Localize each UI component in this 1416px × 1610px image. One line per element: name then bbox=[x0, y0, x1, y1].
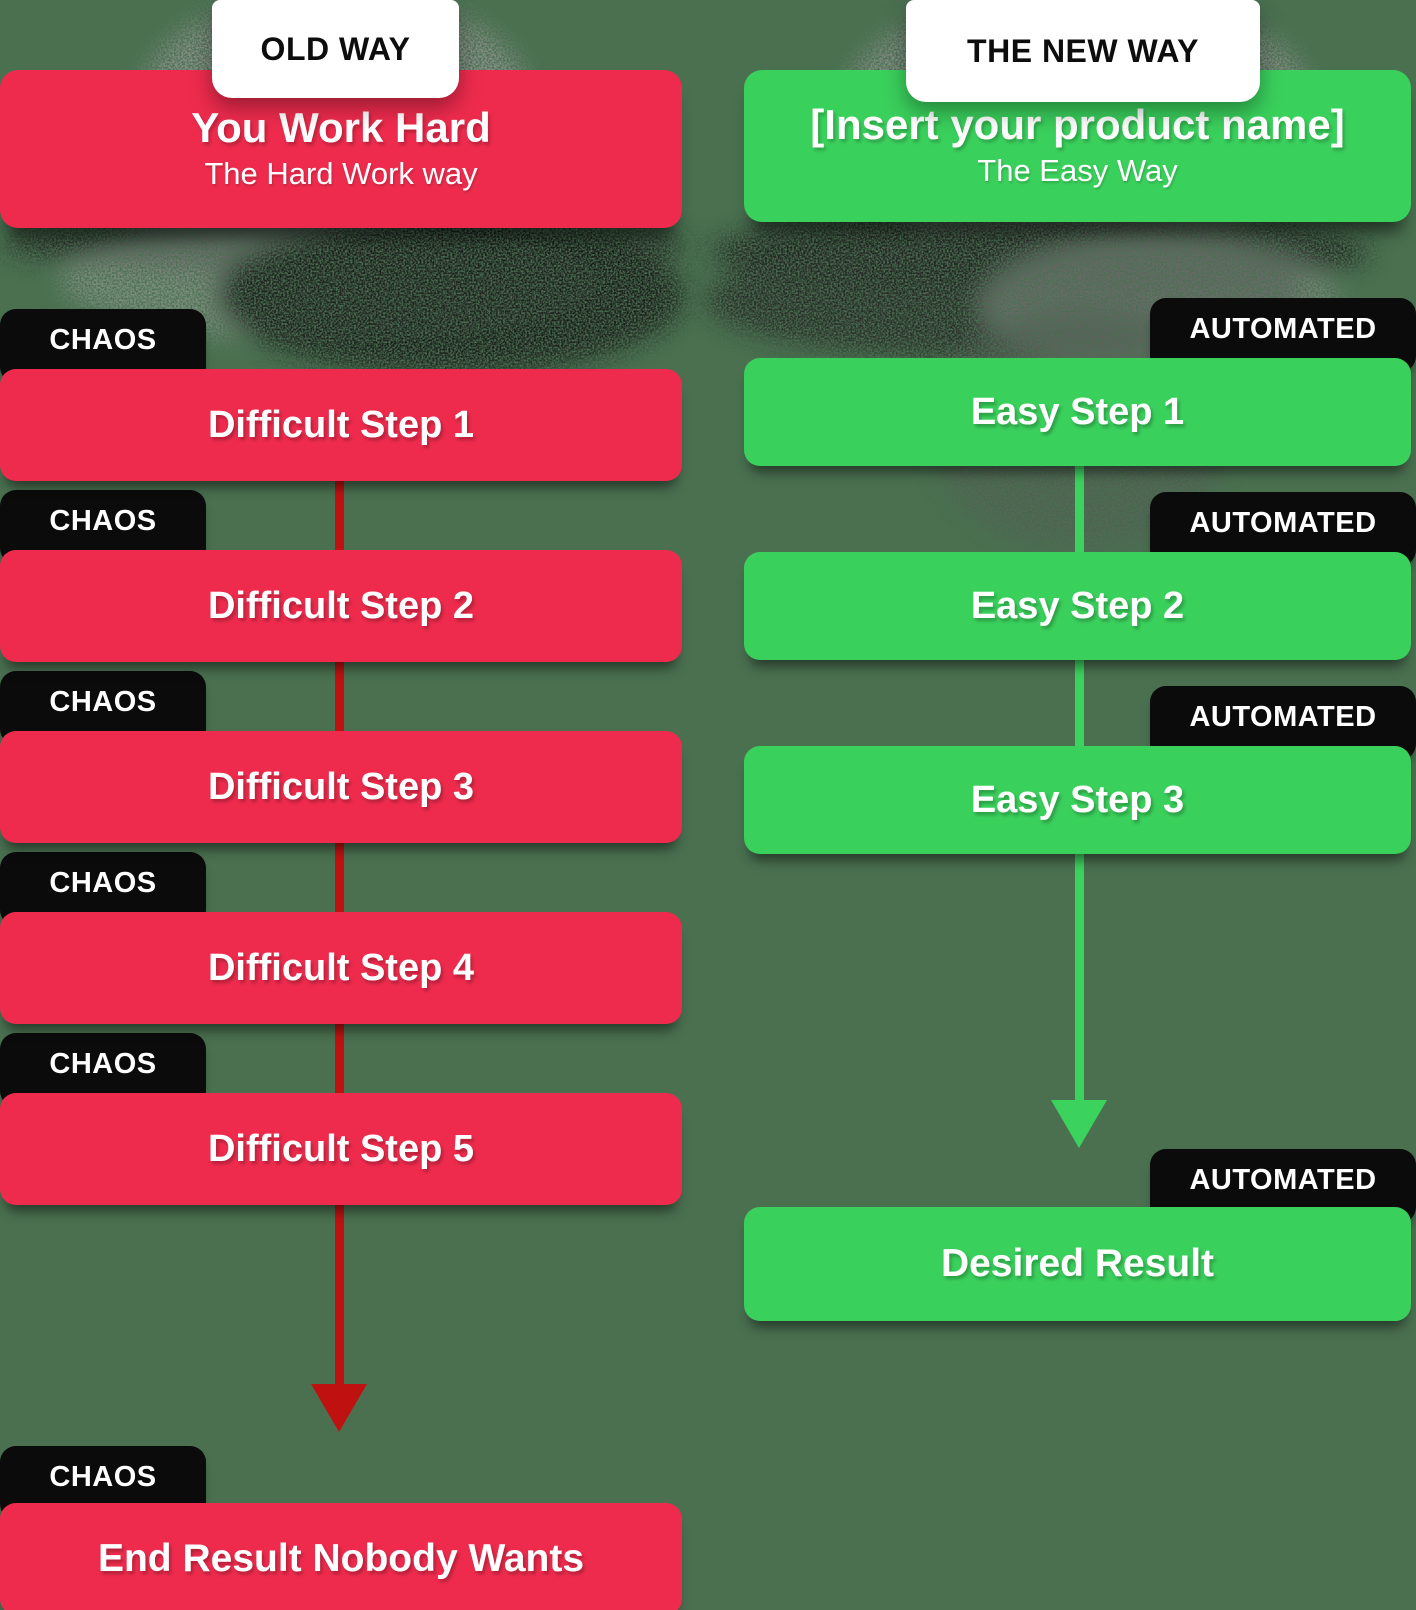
automated-badge-label: AUTOMATED bbox=[1189, 1163, 1377, 1196]
chaos-badge-label: CHAOS bbox=[49, 866, 157, 899]
new-way-header-subtitle: The Easy Way bbox=[977, 153, 1178, 188]
new-way-arrowhead-icon bbox=[1051, 1100, 1107, 1148]
easy-step-box: Easy Step 1 bbox=[744, 358, 1411, 466]
new-way-header-title: [Insert your product name] bbox=[810, 101, 1345, 148]
chaos-badge-label: CHAOS bbox=[49, 1047, 157, 1080]
old-way-pill-label: OLD WAY bbox=[260, 30, 411, 67]
difficult-step-box: Difficult Step 1 bbox=[0, 369, 682, 481]
old-way-pill: OLD WAY bbox=[212, 0, 459, 98]
old-way-result-box: End Result Nobody Wants bbox=[0, 1503, 682, 1610]
new-way-result-label: Desired Result bbox=[940, 1242, 1215, 1285]
easy-step-box: Easy Step 3 bbox=[744, 746, 1411, 854]
old-way-header-title: You Work Hard bbox=[191, 104, 491, 151]
easy-step-label: Easy Step 2 bbox=[970, 584, 1185, 627]
easy-step-box: Easy Step 2 bbox=[744, 552, 1411, 660]
difficult-step-label: Difficult Step 1 bbox=[207, 403, 475, 446]
chaos-badge-label: CHAOS bbox=[49, 685, 157, 718]
difficult-step-box: Difficult Step 3 bbox=[0, 731, 682, 843]
chaos-badge-label: CHAOS bbox=[49, 504, 157, 537]
difficult-step-label: Difficult Step 4 bbox=[207, 946, 475, 989]
old-way-result-label: End Result Nobody Wants bbox=[97, 1537, 585, 1580]
easy-step-label: Easy Step 3 bbox=[970, 778, 1185, 821]
chaos-badge-label: CHAOS bbox=[49, 1460, 157, 1493]
difficult-step-box: Difficult Step 2 bbox=[0, 550, 682, 662]
new-way-pill-label: THE NEW WAY bbox=[967, 32, 1199, 69]
new-way-pill: THE NEW WAY bbox=[906, 0, 1260, 102]
easy-step-label: Easy Step 1 bbox=[970, 390, 1185, 433]
difficult-step-label: Difficult Step 5 bbox=[207, 1127, 475, 1170]
automated-badge-label: AUTOMATED bbox=[1189, 312, 1377, 345]
old-way-connector-line bbox=[335, 430, 344, 1384]
chaos-badge-label: CHAOS bbox=[49, 323, 157, 356]
difficult-step-label: Difficult Step 3 bbox=[207, 765, 475, 808]
old-way-arrowhead-icon bbox=[311, 1384, 367, 1432]
new-way-result-box: Desired Result bbox=[744, 1207, 1411, 1321]
automated-badge-label: AUTOMATED bbox=[1189, 506, 1377, 539]
difficult-step-box: Difficult Step 5 bbox=[0, 1093, 682, 1205]
automated-badge-label: AUTOMATED bbox=[1189, 700, 1377, 733]
difficult-step-box: Difficult Step 4 bbox=[0, 912, 682, 1024]
old-way-header-subtitle: The Hard Work way bbox=[204, 156, 478, 191]
difficult-step-label: Difficult Step 2 bbox=[207, 584, 475, 627]
